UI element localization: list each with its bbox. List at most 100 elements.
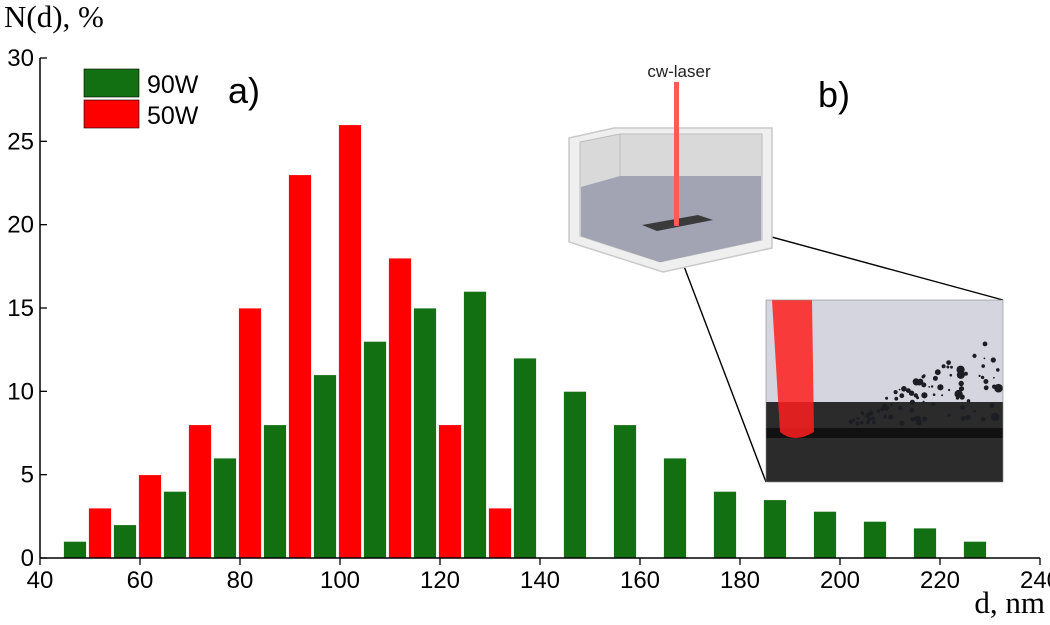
- nanoparticle: [867, 417, 872, 422]
- nanoparticle: [982, 341, 988, 347]
- bar-50w-62: [138, 474, 162, 559]
- bar-90w-167: [663, 457, 687, 559]
- legend-label-90w: 90W: [147, 71, 199, 99]
- laser-label: cw-laser: [647, 62, 711, 81]
- x-tick-label: 60: [127, 567, 154, 594]
- x-tick-label: 140: [520, 567, 560, 594]
- x-tick-label: 200: [820, 567, 860, 594]
- nanoparticle: [882, 407, 885, 410]
- nanoparticle: [856, 417, 860, 420]
- nanoparticle: [868, 410, 874, 416]
- nanoparticle: [992, 384, 997, 389]
- bar-90w-177: [713, 490, 737, 559]
- bar-90w-157: [613, 424, 637, 559]
- inset-illustration: cw-laser: [568, 62, 1004, 483]
- zoom-line-bottom: [673, 239, 767, 483]
- nanoparticle: [932, 393, 936, 397]
- nanoparticle: [861, 413, 864, 416]
- nanoparticle: [917, 381, 922, 386]
- zoom-laser-beam: [772, 300, 814, 438]
- bar-50w-132: [488, 507, 512, 559]
- bar-90w-117: [413, 307, 437, 559]
- tick-layer: 4060801001201401601802002202400510152025…: [7, 45, 1050, 594]
- y-tick-label: 5: [21, 462, 34, 489]
- nanoparticle: [913, 393, 919, 398]
- nanoparticle: [983, 379, 989, 384]
- nanoparticle: [940, 384, 943, 387]
- nanoparticle: [901, 386, 907, 392]
- nanoparticle: [910, 417, 915, 422]
- zoom-panel: [765, 299, 1004, 483]
- bar-90w-67: [163, 490, 187, 559]
- nanoparticle: [922, 400, 925, 403]
- nanoparticle: [909, 399, 915, 405]
- bar-50w-72: [188, 424, 212, 559]
- nanoparticle: [954, 389, 963, 399]
- nanoparticle: [905, 388, 911, 393]
- bar-50w-102: [338, 124, 362, 559]
- y-tick-label: 30: [7, 45, 34, 72]
- x-axis-title: d, nm: [974, 585, 1045, 620]
- nanoparticle: [996, 368, 1000, 372]
- nanoparticle: [958, 386, 965, 392]
- x-tick-label: 100: [320, 567, 360, 594]
- nanoparticle: [958, 380, 964, 387]
- nanoparticle: [860, 422, 864, 425]
- nanoparticle: [937, 384, 944, 391]
- bar-90w-77: [213, 457, 237, 559]
- legend-swatch-90w: [83, 68, 140, 98]
- y-tick-label: 0: [21, 545, 34, 572]
- panel-label-b: b): [818, 74, 850, 115]
- bar-90w-207: [863, 520, 887, 559]
- y-tick-label: 25: [7, 128, 34, 155]
- nanoparticle: [980, 375, 985, 380]
- nanoparticle: [921, 382, 927, 388]
- nanoparticle: [991, 412, 1000, 422]
- nanoparticle: [889, 402, 893, 406]
- nanoparticle: [849, 421, 852, 424]
- nanoparticle: [909, 407, 915, 413]
- nanoparticle: [855, 421, 860, 426]
- legend: 90W 50W: [83, 68, 199, 130]
- nanoparticle: [950, 365, 953, 369]
- bar-90w-147: [563, 390, 587, 559]
- nanoparticle: [921, 392, 928, 399]
- nanoparticle: [981, 364, 985, 368]
- nanoparticle: [941, 394, 944, 397]
- y-tick-label: 15: [7, 295, 34, 322]
- nanoparticle: [894, 396, 899, 401]
- nanoparticle: [898, 388, 901, 391]
- nanoparticle: [949, 373, 953, 377]
- x-tick-label: 240: [1020, 567, 1050, 594]
- legend-label-50w: 50W: [147, 102, 199, 130]
- nanoparticle: [983, 357, 986, 360]
- nanoparticle: [960, 405, 966, 411]
- panel-label-a: a): [228, 70, 260, 111]
- bar-90w-97: [313, 374, 337, 559]
- nanoparticle: [956, 370, 965, 379]
- nanoparticle: [973, 409, 976, 413]
- nanoparticle: [885, 405, 890, 410]
- bar-50w-82: [238, 307, 262, 559]
- bar-90w-57: [113, 524, 137, 559]
- nanoparticle: [989, 403, 995, 408]
- bar-90w-187: [763, 499, 787, 559]
- nanoparticle: [885, 396, 889, 400]
- nanoparticle: [931, 402, 936, 407]
- y-tick-label: 20: [7, 212, 34, 239]
- nanoparticle-cloud: [848, 341, 1003, 426]
- x-tick-label: 120: [420, 567, 460, 594]
- nanoparticle: [899, 420, 905, 426]
- nanoparticle: [928, 386, 931, 388]
- nanoparticle: [997, 389, 1000, 392]
- x-tick-label: 220: [920, 567, 960, 594]
- y-tick-label: 10: [7, 378, 34, 405]
- cuvette-box: [568, 127, 773, 273]
- bar-50w-122: [438, 424, 462, 559]
- nanoparticle: [972, 353, 977, 358]
- nanoparticle: [899, 393, 905, 399]
- nanoparticle: [930, 385, 934, 388]
- bar-50w-112: [388, 257, 412, 559]
- nanoparticle: [963, 371, 968, 376]
